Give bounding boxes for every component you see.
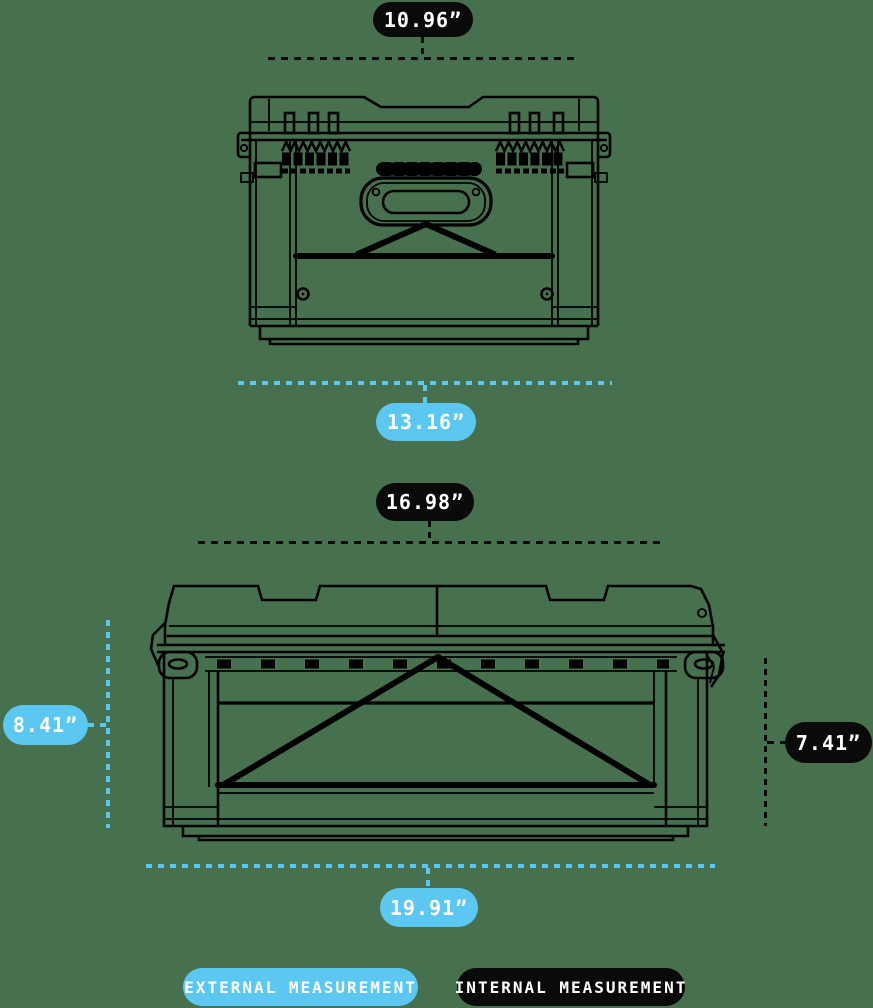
dimension-line-side-top bbox=[198, 541, 664, 544]
dimension-line-front-bottom bbox=[238, 381, 612, 385]
legend-external-measurement: EXTERNAL MEASUREMENT bbox=[183, 968, 418, 1006]
measurement-badge-front-bottom-width: 13.16” bbox=[376, 403, 476, 441]
dimension-connector-front-top bbox=[421, 37, 424, 59]
dimension-connector-side-left bbox=[88, 723, 106, 727]
dimension-connector-side-top bbox=[428, 521, 431, 543]
measurement-badge-side-left-height: 8.41” bbox=[3, 705, 88, 745]
dimension-line-side-left bbox=[106, 620, 110, 828]
measurement-badge-side-right-height: 7.41” bbox=[785, 722, 872, 763]
dimension-connector-side-right bbox=[767, 741, 785, 744]
measurement-badge-side-bottom-width: 19.91” bbox=[380, 888, 478, 927]
legend-internal-measurement: INTERNAL MEASUREMENT bbox=[455, 968, 685, 1006]
case-front-view-drawing bbox=[236, 95, 612, 346]
dimension-line-front-top bbox=[268, 57, 578, 60]
dimension-line-side-bottom bbox=[146, 864, 715, 868]
dimension-connector-front-bottom bbox=[423, 385, 427, 403]
dimension-line-side-right bbox=[764, 658, 767, 826]
measurement-badge-side-top-width: 16.98” bbox=[376, 483, 474, 521]
measurement-badge-front-top-width: 10.96” bbox=[373, 2, 473, 37]
case-side-view-drawing bbox=[149, 584, 725, 842]
dimension-connector-side-bottom bbox=[426, 868, 430, 888]
